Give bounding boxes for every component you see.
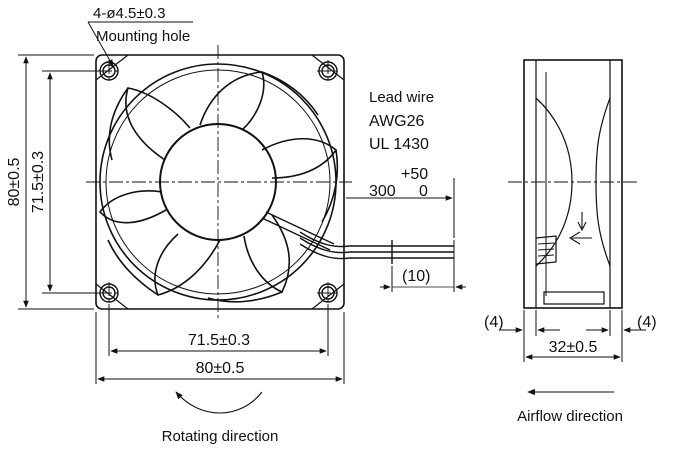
lead-length-tol-plus: +50 (401, 166, 428, 183)
side-dimension-lines (500, 310, 646, 362)
rotating-direction-label: Rotating direction (162, 428, 279, 445)
width-dimensions (95, 304, 345, 384)
side-frame-outline (523, 59, 623, 309)
lead-length-value: 300 (369, 183, 396, 200)
fan-front-view (86, 45, 352, 320)
lead-wire-gauge: AWG26 (369, 113, 425, 130)
mounting-hole-dimension: 4-ø4.5±0.3 (93, 5, 165, 22)
side-depth-dimension: 32±0.5 (549, 339, 598, 356)
mounting-hole-label: Mounting hole (96, 28, 190, 45)
fan-side-view (523, 59, 623, 309)
strip-length-value: (10) (402, 268, 430, 285)
lead-wire-standard: UL 1430 (369, 136, 429, 153)
lead-wire-title: Lead wire (369, 89, 434, 106)
height-outer-dimension: 80±0.5 (6, 157, 23, 206)
airflow-direction-label: Airflow direction (517, 408, 623, 425)
fan-blades (98, 71, 339, 303)
mounting-hole-leader (87, 21, 193, 67)
lead-length-tol-minus: 0 (419, 183, 428, 200)
width-outer-dimension: 80±0.5 (196, 360, 245, 377)
width-inner-dimension: 71.5±0.3 (188, 332, 250, 349)
side-left-offset: (4) (484, 314, 504, 331)
lead-wire-bundle (299, 231, 455, 292)
lead-length-dimension-lines (346, 178, 455, 238)
rotation-arrow-icon (175, 391, 263, 414)
side-right-offset: (4) (637, 314, 657, 331)
height-dimensions (18, 54, 98, 310)
height-inner-dimension: 71.5±0.3 (30, 151, 47, 213)
